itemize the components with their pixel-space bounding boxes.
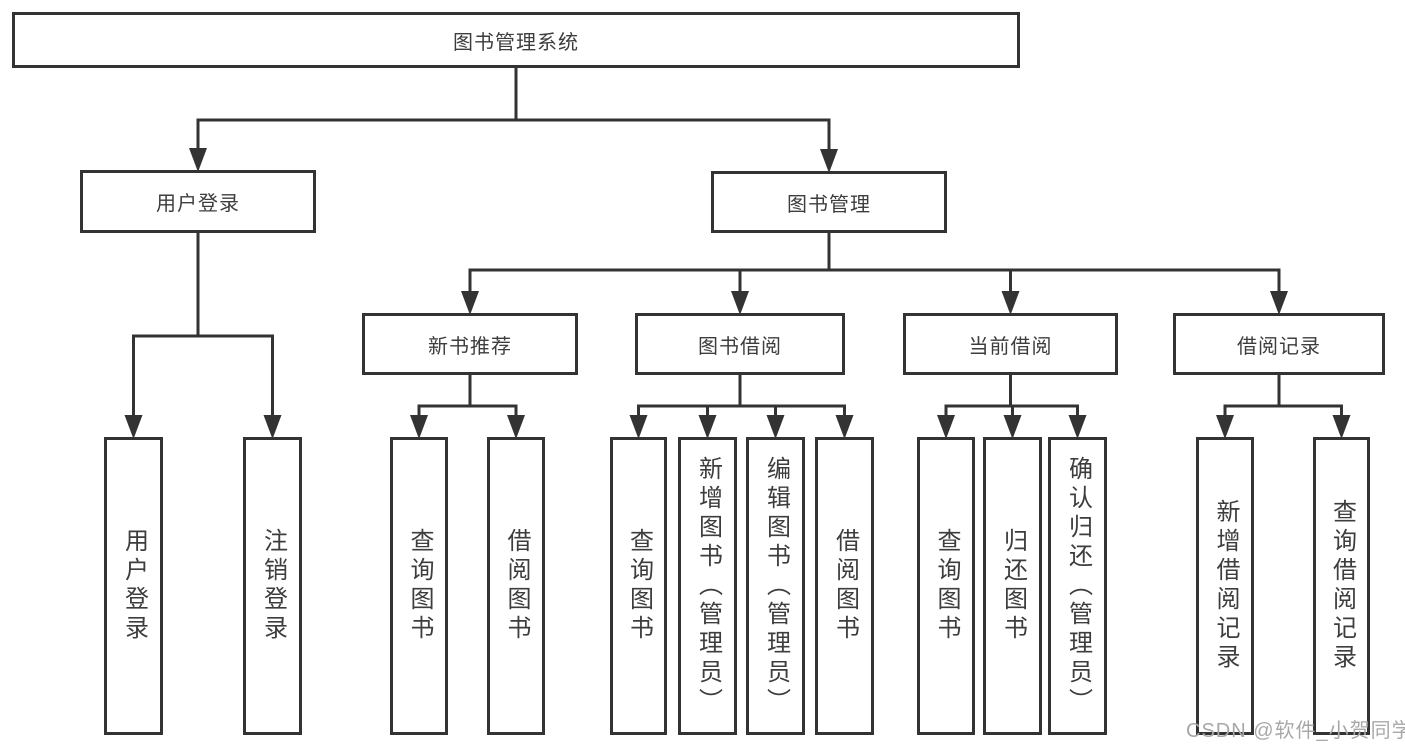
node-label: 编辑图书（管理员）: [762, 455, 790, 717]
arrowhead-icon: [1216, 415, 1234, 439]
arrowhead-icon: [731, 291, 749, 315]
node-bb-edit: 编辑图书（管理员）: [746, 437, 805, 735]
node-label: 新书推荐: [428, 335, 512, 358]
node-br-query: 查询借阅记录: [1313, 437, 1370, 735]
node-label: 新增借阅记录: [1212, 499, 1239, 673]
node-label: 查询借阅记录: [1328, 499, 1356, 673]
node-label: 归还图书: [999, 528, 1027, 644]
node-logout: 注销登录: [243, 437, 302, 735]
node-book-borrow: 图书借阅: [635, 313, 845, 375]
node-book-mgmt: 图书管理: [711, 171, 947, 233]
node-label: 用户登录: [156, 193, 240, 215]
arrowhead-icon: [766, 415, 785, 439]
arrowhead-icon: [189, 148, 207, 172]
arrowhead-icon: [410, 415, 428, 439]
node-br-add: 新增借阅记录: [1196, 437, 1254, 735]
arrowhead-icon: [820, 149, 838, 173]
node-bb-borrow: 借阅图书: [815, 437, 874, 735]
node-label: 当前借阅: [968, 335, 1053, 358]
node-cb-query: 查询图书: [917, 437, 975, 735]
arrowhead-icon: [124, 415, 143, 439]
arrowhead-icon: [1003, 415, 1022, 439]
node-label: 借阅记录: [1237, 335, 1321, 358]
node-rec-borrow: 借阅图书: [487, 437, 545, 735]
node-root: 图书管理系统: [12, 12, 1020, 68]
arrowhead-icon: [698, 415, 717, 439]
arrowhead-icon: [1332, 415, 1351, 439]
node-label: 新增图书（管理员）: [694, 455, 722, 717]
arrowhead-icon: [461, 291, 479, 315]
node-label: 借阅图书: [831, 528, 859, 644]
node-label: 查询图书: [625, 528, 653, 644]
node-label: 用户登录: [120, 528, 148, 644]
arrowhead-icon: [507, 415, 525, 439]
node-current-borrow: 当前借阅: [903, 313, 1118, 375]
arrowhead-icon: [1068, 415, 1087, 439]
arrowhead-icon: [629, 415, 648, 439]
node-label: 注销登录: [259, 528, 287, 644]
node-label: 图书管理: [787, 193, 871, 216]
node-label: 借阅图书: [503, 528, 530, 644]
node-label: 图书管理系统: [453, 31, 579, 54]
node-label: 查询图书: [406, 528, 433, 644]
arrowhead-icon: [937, 415, 955, 439]
node-bb-add: 新增图书（管理员）: [678, 437, 737, 735]
watermark-text: CSDN @软件_小贺同学: [1186, 720, 1405, 742]
node-borrow-record: 借阅记录: [1173, 313, 1385, 375]
arrowhead-icon: [1270, 291, 1288, 315]
node-bb-query: 查询图书: [610, 437, 667, 735]
node-cb-confirm: 确认归还（管理员）: [1048, 437, 1107, 735]
node-login: 用户登录: [104, 437, 163, 735]
node-label: 图书借阅: [698, 335, 782, 358]
node-label: 查询图书: [933, 528, 960, 644]
arrowhead-icon: [263, 415, 282, 439]
arrowhead-icon: [835, 415, 854, 439]
node-cb-return: 归还图书: [983, 437, 1042, 735]
arrowhead-icon: [1001, 291, 1020, 315]
node-new-rec: 新书推荐: [362, 313, 578, 375]
node-rec-query: 查询图书: [390, 437, 448, 735]
node-label: 确认归还（管理员）: [1064, 455, 1092, 717]
node-user-login: 用户登录: [80, 170, 316, 233]
